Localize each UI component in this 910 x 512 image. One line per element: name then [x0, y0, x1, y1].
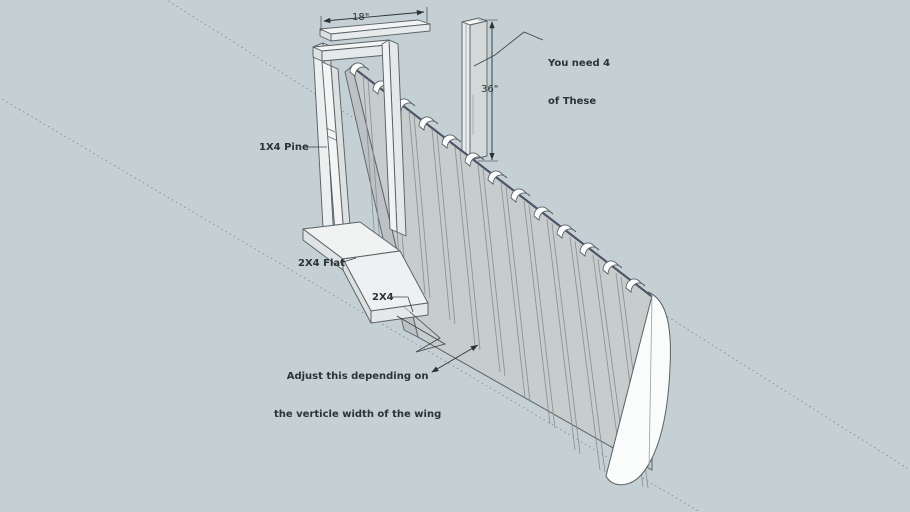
adjust-width-dimension-arrow	[431, 344, 479, 373]
upright-post-36in	[461, 17, 488, 161]
leader-2x4	[392, 296, 414, 313]
base-2x4-beam-side	[370, 302, 429, 324]
frame-inner-upright-joint2	[326, 135, 337, 141]
base-assembly	[302, 221, 429, 324]
spacer-board-18in	[319, 19, 431, 42]
callout-leader-you-need-4	[473, 31, 544, 67]
wing-tip-rib	[605, 291, 671, 486]
adjust-width-graphic	[396, 311, 479, 373]
dimension-36-inch-graphic	[478, 19, 498, 162]
jig-frame-1x4-pine	[312, 39, 407, 266]
base-beam-screw-mark	[403, 306, 411, 313]
dimension-18-inch-graphic	[320, 7, 428, 31]
axis-guide-lower	[0, 97, 701, 512]
label-leader-lines	[307, 146, 414, 313]
frame-front-stile-side	[381, 39, 398, 233]
frame-inner-upright-joint	[325, 127, 336, 133]
post-front-face	[469, 20, 488, 161]
axis-guide-upper	[166, 0, 910, 471]
leader-2x4-flat	[339, 257, 357, 264]
wing-rib-tops	[349, 62, 646, 293]
spacer-board-side-face	[330, 23, 431, 42]
wing-tip-inner-edge	[648, 295, 653, 471]
